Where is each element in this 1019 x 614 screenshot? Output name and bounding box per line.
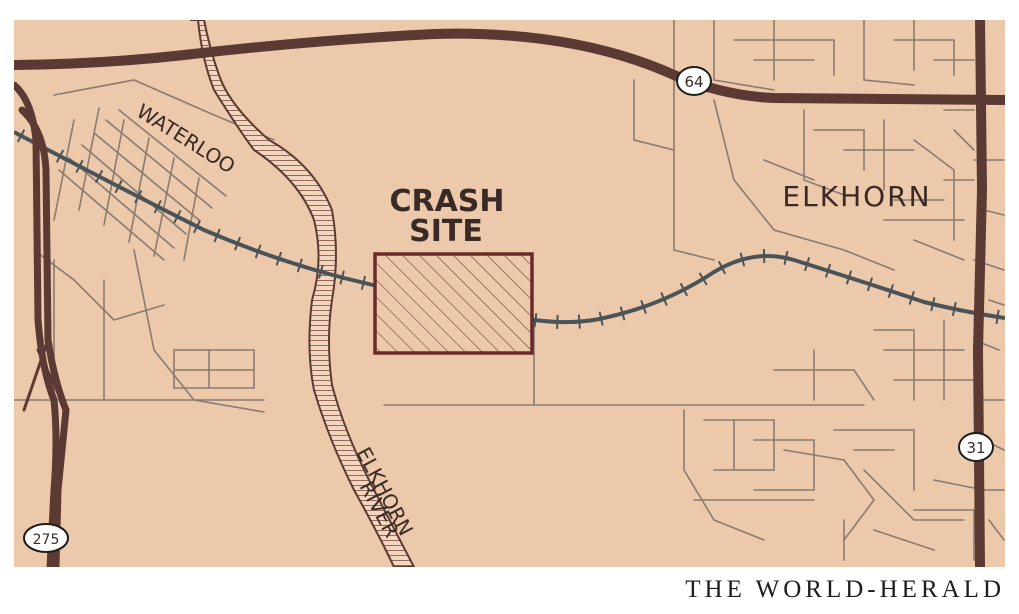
railroad-tie — [930, 297, 936, 312]
railroad-tie — [134, 189, 143, 204]
railroad-tie — [598, 311, 604, 326]
railroad-tie — [660, 292, 668, 306]
railroad-tie — [55, 149, 65, 163]
elkhorn-city-label: ELKHORN — [782, 180, 931, 213]
shield-64: 64 — [676, 66, 712, 96]
railroad-tie — [995, 309, 1000, 324]
crash-site-label-line1: CRASH — [389, 184, 504, 219]
railroad-tie — [153, 199, 162, 214]
railroad-tie — [318, 264, 324, 279]
railroad-tie — [234, 236, 241, 251]
map: CRASH SITE WATERLOO ELKHORN ELKHORN RIVE… — [14, 20, 1005, 567]
shield-275: 275 — [23, 523, 69, 553]
railroad-tie — [360, 275, 367, 290]
railroad-tie — [75, 159, 84, 174]
elkhorn-river — [190, 20, 416, 567]
publisher-credit: THE WORLD-HERALD — [685, 576, 1005, 603]
svg-text:275: 275 — [33, 532, 60, 548]
svg-text:64: 64 — [684, 73, 703, 91]
railroad-tie — [533, 313, 538, 328]
railroad-tie — [679, 282, 689, 297]
svg-text:31: 31 — [966, 439, 985, 457]
railroad-tie — [619, 306, 626, 321]
railroad-tie — [908, 290, 915, 305]
highway-275-west — [14, 81, 60, 567]
railroad-tie — [866, 277, 874, 292]
railroad-tie — [339, 270, 345, 285]
highway-275-east — [18, 106, 70, 567]
railroad-tie — [173, 209, 182, 224]
railroad-tie — [804, 257, 811, 272]
railroad-tie — [698, 272, 708, 286]
railroad-tie — [193, 219, 202, 234]
railroad-tie — [275, 251, 283, 266]
railroad — [14, 130, 1005, 325]
highway-31 — [972, 20, 988, 567]
railroad-tie — [783, 250, 789, 266]
railroad-tie — [94, 169, 104, 184]
map-canvas: CRASH SITE WATERLOO ELKHORN ELKHORN RIVE… — [14, 20, 1005, 567]
railroad-tie — [296, 258, 303, 273]
railroad-tie — [254, 244, 262, 259]
railroad-tie — [717, 260, 727, 275]
railroad-tie — [577, 314, 581, 329]
railroad-tie — [951, 301, 957, 317]
railroad-tie — [845, 270, 853, 285]
railroad-tie — [640, 299, 647, 314]
railroad-tie — [16, 129, 26, 143]
crash-site-label-line2: SITE — [409, 214, 483, 249]
railroad-tie — [213, 228, 221, 243]
railroad-tie — [739, 252, 746, 267]
street-network — [14, 20, 1005, 561]
railroad-tie — [114, 179, 123, 194]
railroad-tie — [887, 284, 894, 299]
crash-site-area — [373, 252, 534, 355]
railroad-tie — [824, 263, 832, 278]
shield-31: 31 — [958, 432, 994, 462]
